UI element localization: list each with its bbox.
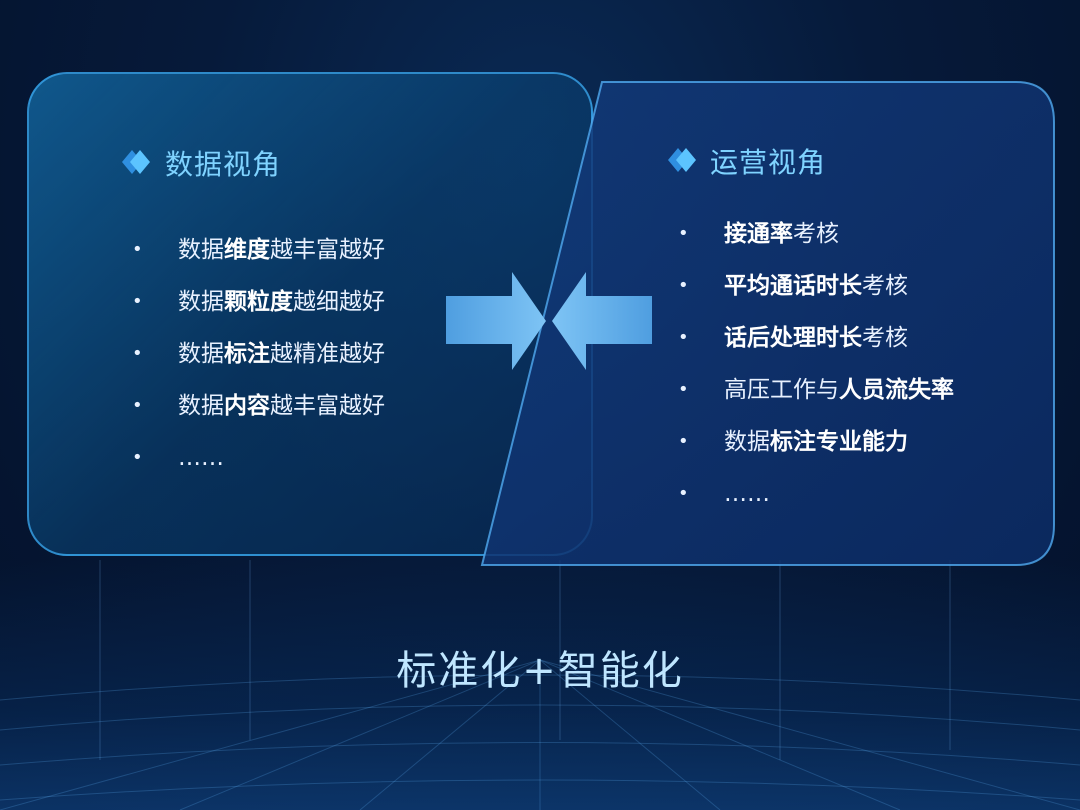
diamond-stack-icon [668, 148, 696, 172]
list-item: •数据内容越丰富越好 [132, 393, 385, 419]
converging-arrows [446, 272, 652, 370]
operations-perspective-list: •接通率考核 •平均通话时长考核 •话后处理时长考核 •高压工作与人员流失率 •… [678, 208, 954, 520]
list-item: •接通率考核 [678, 221, 839, 247]
list-item: •…… [678, 481, 770, 507]
background-glow [0, 560, 1080, 810]
list-item: •…… [132, 445, 224, 471]
list-item: •高压工作与人员流失率 [678, 377, 954, 403]
operations-perspective-panel [480, 81, 1055, 566]
arrow-left-icon [552, 272, 652, 370]
data-perspective-title: 数据视角 [165, 148, 282, 181]
operations-perspective-title: 运营视角 [710, 146, 827, 179]
list-item: •话后处理时长考核 [678, 325, 908, 351]
list-item: •数据维度越丰富越好 [132, 237, 385, 263]
list-item: •平均通话时长考核 [678, 273, 908, 299]
bottom-caption: 标准化+智能化 [396, 648, 684, 694]
list-item: •数据标注专业能力 [678, 429, 908, 455]
list-item: •数据颗粒度越细越好 [132, 289, 385, 315]
arrow-right-icon [446, 272, 546, 370]
background-grid [0, 560, 1080, 810]
list-item: •数据标注越精准越好 [132, 341, 385, 367]
diamond-stack-icon [122, 150, 150, 174]
data-perspective-list: •数据维度越丰富越好 •数据颗粒度越细越好 •数据标注越精准越好 •数据内容越丰… [132, 224, 385, 484]
